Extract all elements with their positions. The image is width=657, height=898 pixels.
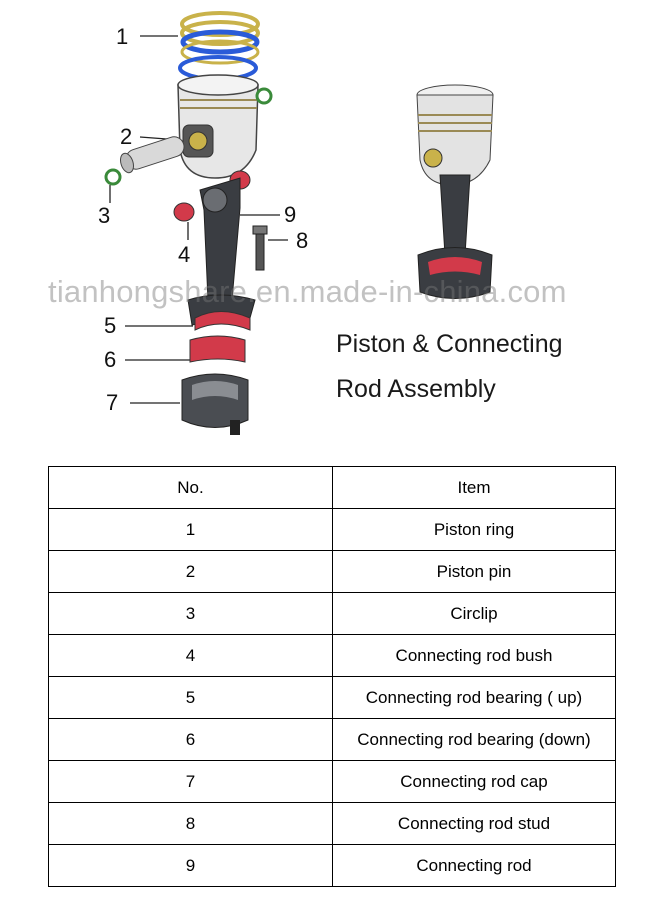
connecting-rod-cap [181,373,249,435]
cell-item: Connecting rod [332,844,616,887]
bearing-shells [189,311,251,363]
cell-no: 3 [48,592,333,635]
callout-5: 5 [104,313,117,338]
cell-no: 5 [48,676,333,719]
exploded-assembly-illustration [104,11,494,435]
cell-no: 7 [48,760,333,803]
cell-item: Piston ring [332,508,616,551]
callout-7: 7 [106,390,119,415]
watermark: tianhongshare.en.made-in-china.com [48,274,567,309]
header-item: Item [332,466,616,509]
piston-rings [178,11,260,81]
circlips [104,87,273,186]
callout-2: 2 [120,124,133,149]
cell-item: Circlip [332,592,616,635]
cell-item: Connecting rod bush [332,634,616,677]
cell-no: 9 [48,844,333,887]
table-header-row: No. Item [48,466,616,509]
leader-lines [109,35,288,404]
cell-item: Connecting rod cap [332,760,616,803]
callout-4: 4 [178,242,191,267]
callout-9: 9 [284,202,297,227]
cell-item: Piston pin [332,550,616,593]
connecting-rod-stud [252,225,268,271]
cell-no: 4 [48,634,333,677]
callout-8: 8 [296,228,309,253]
assembly-title-line-1: Piston & Connecting [336,330,563,358]
piston-pin [120,136,185,174]
callout-6: 6 [104,347,117,372]
assembly-title-line-2: Rod Assembly [336,375,496,403]
cell-no: 8 [48,802,333,845]
cell-no: 2 [48,550,333,593]
cell-no: 6 [48,718,333,761]
piston-body [177,74,259,179]
header-no: No. [48,466,333,509]
assembled-view [416,84,494,299]
cell-item: Connecting rod stud [332,802,616,845]
cell-item: Connecting rod bearing (down) [332,718,616,761]
connecting-rod [173,170,256,326]
cell-no: 1 [48,508,333,551]
callout-1: 1 [116,24,129,49]
callout-3: 3 [98,203,111,228]
cell-item: Connecting rod bearing ( up) [332,676,616,719]
